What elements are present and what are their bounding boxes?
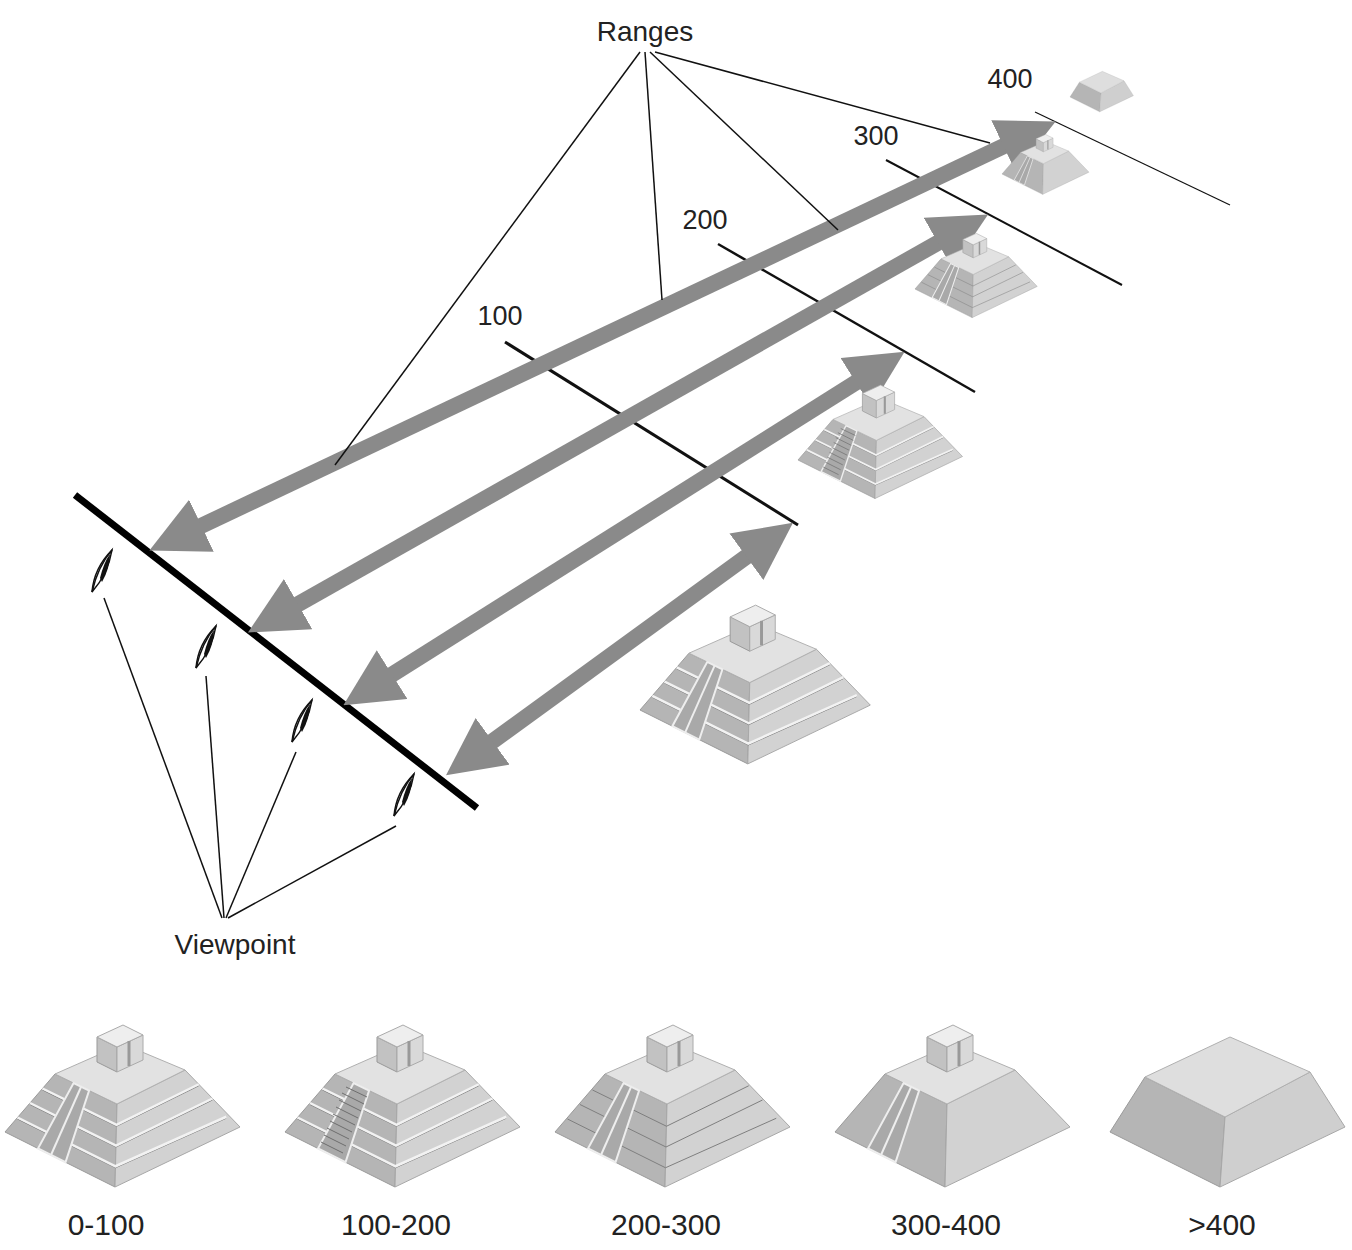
- range-number: 100: [474, 302, 525, 332]
- range-pyramids: [640, 71, 1133, 764]
- lod-pyramids: [5, 1025, 1345, 1187]
- viewpoint-label: Viewpoint: [172, 930, 299, 961]
- range-arrows: [165, 129, 1040, 765]
- eye-symbols: [92, 550, 414, 816]
- range-number: 400: [984, 65, 1035, 95]
- range-number: 200: [679, 206, 730, 236]
- range-lines: [505, 112, 1230, 525]
- range-caption: 0-100: [65, 1208, 148, 1241]
- range-title: Ranges: [594, 17, 697, 48]
- range-number: 300: [850, 122, 901, 152]
- range-caption: 100-200: [338, 1208, 454, 1241]
- range-caption: >400: [1185, 1208, 1259, 1241]
- leader-lines: [104, 52, 990, 918]
- range-caption: 200-300: [608, 1208, 724, 1241]
- range-caption: 300-400: [888, 1208, 1004, 1241]
